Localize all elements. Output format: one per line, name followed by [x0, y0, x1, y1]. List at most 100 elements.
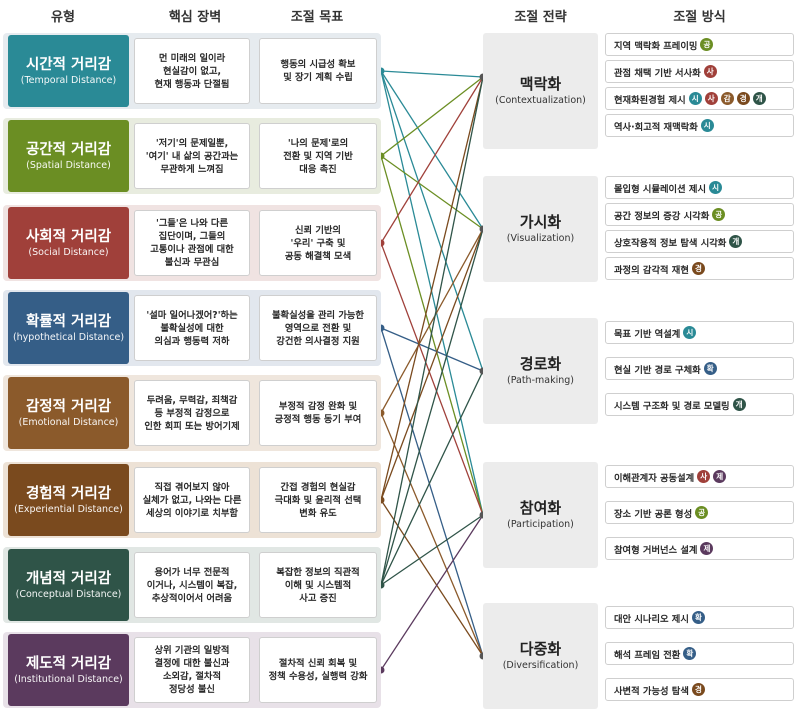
method-label: 해석 프레임 전환	[614, 649, 681, 661]
header-strategy: 조절 전략	[514, 10, 567, 25]
strategy-title: 다중화	[519, 640, 562, 658]
type-box[interactable]: 경험적 거리감(Experiential Distance)	[8, 464, 129, 536]
goal-box: '나의 문제'로의 전환 및 지역 기반 대응 촉진	[259, 123, 377, 189]
strategy-title: 가시화	[519, 213, 562, 231]
link-experiential-visualization	[380, 228, 484, 501]
strategy-contextualization[interactable]: 맥락화 (Contextualization)	[483, 33, 598, 149]
type-title: 공간적 거리감	[25, 141, 112, 158]
type-title: 제도적 거리감	[25, 655, 112, 672]
link-conceptual-participation	[380, 514, 484, 586]
type-subtitle: (hypothetical Distance)	[12, 331, 125, 343]
type-subtitle: (Experiential Distance)	[14, 503, 123, 515]
barrier-box: '그들'은 나와 다른 집단이며, 그들의 고통이나 관점에 대한 불신과 무관…	[134, 210, 250, 276]
type-row-institutional: 제도적 거리감(Institutional Distance)상위 기관의 일방…	[3, 632, 381, 708]
type-box[interactable]: 감정적 거리감(Emotional Distance)	[8, 377, 129, 449]
method-tag-badge: 경	[736, 92, 750, 105]
method-tag-badge: 감	[720, 92, 734, 105]
method-tag-badge: 사	[697, 470, 711, 483]
method-label: 대안 시나리오 제시	[614, 613, 689, 625]
goal-box: 간접 경험의 현실감 극대화 및 윤리적 선택 변화 유도	[259, 467, 377, 533]
link-spatial-contextualization	[380, 76, 484, 157]
header-barrier: 핵심 장벽	[168, 10, 222, 25]
method-tag-badge: 확	[683, 647, 697, 660]
strategy-subtitle: (Visualization)	[506, 233, 575, 244]
method-label: 시스템 구조화 및 경로 모델링	[614, 400, 730, 412]
link-hypothetical-path-making	[380, 327, 484, 372]
method-label: 관점 채택 기반 서사화	[614, 67, 701, 79]
link-experiential-diversification	[380, 499, 484, 657]
method-tag-badge: 경	[691, 262, 705, 275]
method-tag-badge: 사	[703, 65, 717, 78]
method-tag-badge: 확	[691, 611, 705, 624]
strategy-subtitle: (Contextualization)	[495, 95, 586, 106]
link-conceptual-visualization	[380, 228, 484, 586]
type-box[interactable]: 사회적 거리감(Social Distance)	[8, 207, 129, 279]
link-emotional-visualization	[380, 228, 484, 414]
type-box[interactable]: 제도적 거리감(Institutional Distance)	[8, 634, 129, 706]
strategy-diversification[interactable]: 다중화 (Diversification)	[483, 603, 598, 709]
type-subtitle: (Temporal Distance)	[20, 74, 117, 86]
goal-box: 복잡한 정보의 직관적 이해 및 시스템적 사고 증진	[259, 552, 377, 618]
method-tag-badge: 개	[729, 235, 743, 248]
method-label: 이해관계자 공동설계	[614, 472, 695, 484]
link-conceptual-path-making	[380, 370, 484, 586]
method-tag-badge: 개	[732, 398, 746, 411]
strategy-title: 맥락화	[519, 75, 562, 93]
method-tag-badge: 확	[703, 362, 717, 375]
barrier-box: 용어가 너무 전문적 이거나, 시스템이 복잡, 추상적이어서 어려움	[134, 552, 250, 618]
type-title: 사회적 거리감	[25, 228, 112, 245]
link-temporal-participation	[380, 70, 484, 516]
header-goal: 조절 목표	[290, 10, 344, 25]
method-tag-badge: 개	[752, 92, 766, 105]
type-title: 감정적 거리감	[25, 398, 112, 415]
method-tag-badge: 제	[700, 542, 714, 555]
type-row-hypothetical: 확률적 거리감(hypothetical Distance)'설마 일어나겠어?…	[3, 290, 381, 366]
goal-box: 행동의 시급성 확보 및 장기 계획 수립	[259, 38, 377, 104]
strategy-title: 참여화	[519, 499, 562, 517]
strategy-participation[interactable]: 참여화(Participation)	[483, 462, 598, 568]
header-method: 조절 방식	[673, 10, 726, 25]
type-box[interactable]: 개념적 거리감(Conceptual Distance)	[8, 549, 129, 621]
method-tag-badge: 시	[709, 181, 723, 194]
method-label: 상호작용적 정보 탐색 시각화	[614, 237, 727, 249]
strategy-visualization[interactable]: 가시화 (Visualization)	[483, 176, 598, 282]
type-subtitle: (Spatial Distance)	[26, 159, 111, 171]
method-label: 공간 정보의 증강 시각화	[614, 210, 710, 222]
type-subtitle: (Institutional Distance)	[14, 673, 123, 685]
barrier-box: '저기'의 문제일뿐, '여기' 내 삶의 공간과는 무관하게 느껴짐	[134, 123, 250, 189]
method-label: 몰입형 시뮬레이션 제시	[614, 183, 707, 195]
strategy-subtitle: (Diversification)	[502, 660, 579, 671]
type-row-emotional: 감정적 거리감(Emotional Distance)두려움, 무력감, 죄책감…	[3, 375, 381, 451]
type-row-temporal: 시간적 거리감(Temporal Distance)먼 미래의 일이라 현실감이…	[3, 33, 381, 109]
link-spatial-visualization	[380, 155, 484, 230]
method-label: 사변적 가능성 탐색	[614, 685, 689, 697]
strategy-path-making[interactable]: 경로화(Path-making)	[483, 318, 598, 424]
method-tag-badge: 공	[712, 208, 726, 221]
type-box[interactable]: 확률적 거리감(hypothetical Distance)	[8, 292, 129, 364]
method-tag-badge: 공	[695, 506, 709, 519]
type-subtitle: (Emotional Distance)	[18, 416, 119, 428]
type-box[interactable]: 공간적 거리감(Spatial Distance)	[8, 120, 129, 192]
method-tag-badge: 시	[683, 326, 697, 339]
barrier-box: 먼 미래의 일이라 현실감이 없고, 현재 행동과 단절됨	[134, 38, 250, 104]
link-temporal-path-making	[380, 70, 484, 372]
type-box[interactable]: 시간적 거리감(Temporal Distance)	[8, 35, 129, 107]
